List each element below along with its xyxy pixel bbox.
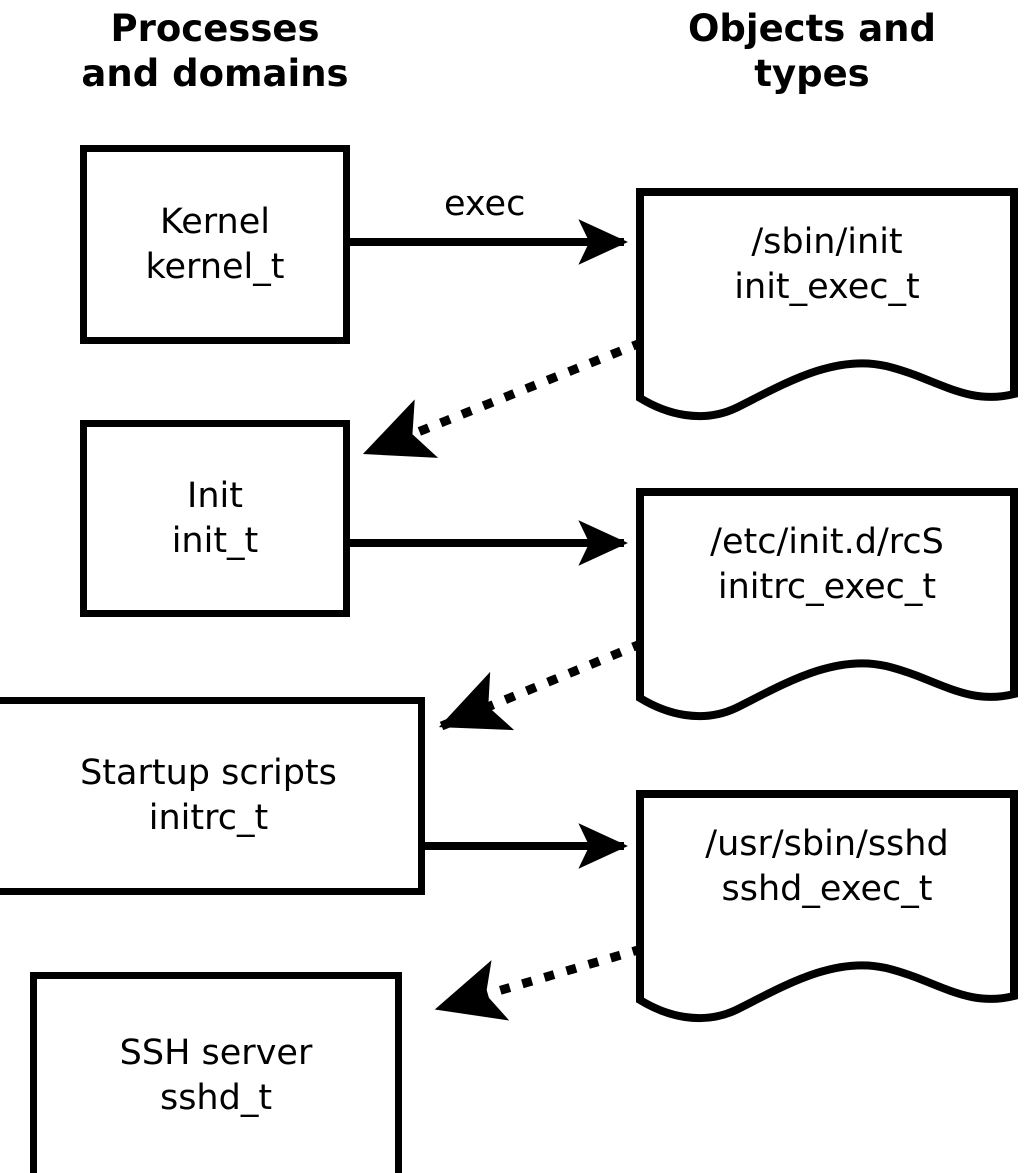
- process-box-kernel-type: kernel_t: [145, 246, 285, 287]
- process-box-init[interactable]: Init init_t: [80, 420, 350, 617]
- column-heading-objects: Objects and types: [687, 7, 937, 96]
- object-doc-sshd-exec-type: sshd_exec_t: [721, 868, 933, 909]
- object-doc-sshd-exec-path: /usr/sbin/sshd: [705, 824, 949, 864]
- process-box-init-name: Init: [187, 475, 243, 516]
- object-doc-init-exec[interactable]: /sbin/init init_exec_t: [636, 188, 1018, 432]
- process-box-kernel[interactable]: Kernel kernel_t: [80, 145, 350, 344]
- process-box-ssh-server[interactable]: SSH server sshd_t: [30, 972, 402, 1173]
- object-doc-initrc-exec-path: /etc/init.d/rcS: [710, 522, 944, 562]
- process-box-startup-scripts-type: initrc_t: [148, 798, 269, 838]
- process-box-ssh-server-type: sshd_t: [159, 1078, 273, 1118]
- process-box-startup-scripts[interactable]: Startup scripts initrc_t: [0, 697, 425, 895]
- object-doc-init-exec-path: /sbin/init: [751, 222, 903, 262]
- process-box-kernel-name: Kernel: [160, 201, 270, 242]
- edge-sshd-exec-to-sshd: [434, 944, 644, 1021]
- doc-shape-outline: [636, 188, 1018, 421]
- column-heading-processes: Processes and domains: [81, 7, 349, 96]
- process-box-init-type: init_t: [171, 520, 259, 561]
- doc-shape-outline: [636, 488, 1018, 721]
- edge-label-exec: exec: [444, 184, 526, 224]
- process-box-startup-scripts-name: Startup scripts: [80, 753, 337, 794]
- object-doc-initrc-exec-type: initrc_exec_t: [717, 566, 937, 607]
- process-box-ssh-server-name: SSH server: [119, 1033, 313, 1074]
- object-doc-init-exec-type: init_exec_t: [734, 266, 920, 307]
- edge-initrc-exec-to-initrc: [438, 639, 644, 731]
- edge-init-exec-to-init: [362, 338, 644, 458]
- object-doc-sshd-exec[interactable]: /usr/sbin/sshd sshd_exec_t: [636, 790, 1018, 1034]
- object-doc-initrc-exec[interactable]: /etc/init.d/rcS initrc_exec_t: [636, 488, 1018, 732]
- doc-shape-outline: [636, 790, 1018, 1023]
